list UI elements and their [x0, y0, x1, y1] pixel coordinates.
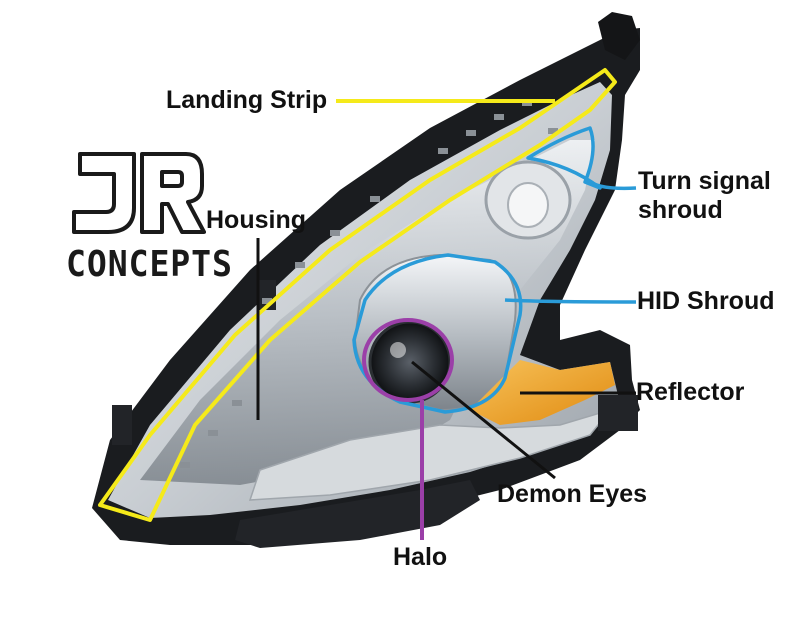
left-mount: [112, 405, 132, 445]
turn-signal-leader: [586, 178, 637, 191]
label-demon-eyes: Demon Eyes: [497, 480, 648, 508]
turn-signal-shroud-outline: [526, 126, 602, 190]
label-reflector: Reflector: [636, 378, 745, 406]
label-housing: Housing: [206, 206, 306, 234]
halo-ring: [362, 318, 454, 402]
hid-shroud-leader: [504, 298, 637, 304]
label-hid-shroud: HID Shroud: [637, 287, 775, 315]
label-landing-strip: Landing Strip: [166, 86, 328, 114]
demon-eyes-leader: [411, 360, 556, 480]
landing-strip-outline: [98, 68, 617, 522]
bottom-mount: [235, 480, 480, 548]
top-bracket: [598, 12, 640, 60]
side-mount: [598, 395, 638, 431]
label-halo: Halo: [393, 543, 448, 571]
logo-wordmark: CONCEPTS: [66, 244, 233, 285]
jr-monogram: [72, 152, 206, 234]
jr-concepts-logo: CONCEPTS: [66, 148, 232, 288]
label-turn-signal-shroud: Turn signal shroud: [638, 167, 771, 224]
